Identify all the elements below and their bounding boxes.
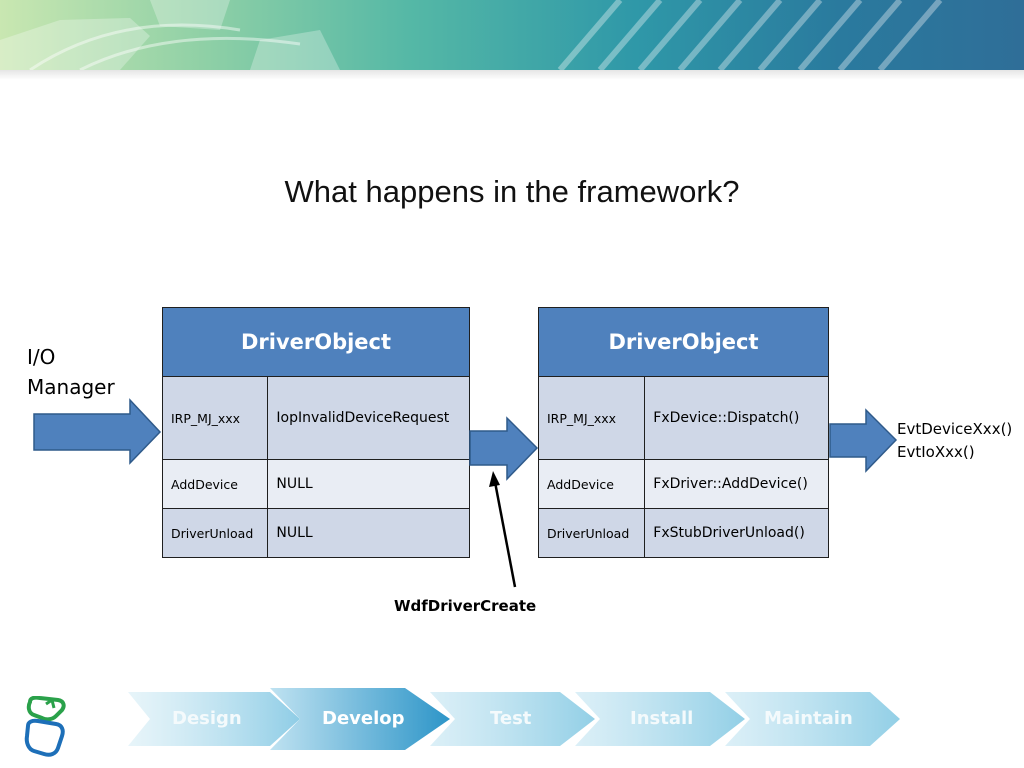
process-step-develop-shape	[270, 688, 450, 750]
process-step-design: Design	[172, 708, 242, 729]
process-step-maintain-shape	[725, 692, 900, 746]
table-row: IRP_MJ_xxx FxDevice::Dispatch()	[537, 376, 829, 460]
table-value: IopInvalidDeviceRequest	[267, 376, 470, 460]
banner-graphic	[0, 0, 943, 70]
driver-object-table-before: DriverObject IRP_MJ_xxx IopInvalidDevice…	[161, 307, 470, 558]
table-header: DriverObject	[538, 307, 829, 377]
process-step-develop: Develop	[322, 708, 405, 729]
table-value: NULL	[267, 508, 470, 558]
table-value: FxDevice::Dispatch()	[644, 376, 829, 460]
process-step-design-shape	[128, 692, 300, 746]
io-manager-line1: I/O	[27, 345, 56, 369]
arrow-table-to-events	[829, 408, 898, 473]
process-step-test: Test	[490, 708, 532, 729]
arrow-io-to-table	[33, 398, 162, 465]
windows-driver-logo-icon	[24, 696, 66, 757]
callout-arrow	[489, 471, 517, 588]
banner-shadow	[0, 70, 1024, 80]
table-key: DriverUnload	[161, 508, 269, 558]
io-manager-line2: Manager	[27, 375, 115, 399]
process-step-maintain: Maintain	[764, 708, 853, 729]
wdf-driver-create-label: WdfDriverCreate	[394, 597, 537, 615]
table-value: FxStubDriverUnload()	[644, 508, 829, 558]
process-step-test-shape	[430, 692, 595, 746]
table-key: IRP_MJ_xxx	[161, 376, 269, 460]
table-key: AddDevice	[537, 459, 646, 509]
io-manager-label: I/O Manager	[27, 342, 115, 402]
table-key: IRP_MJ_xxx	[537, 376, 646, 460]
table-header: DriverObject	[162, 307, 470, 377]
table-row: DriverUnload FxStubDriverUnload()	[537, 508, 829, 558]
event-line2: EvtIoXxx()	[897, 443, 975, 461]
event-callbacks-label: EvtDeviceXxx() EvtIoXxx()	[897, 418, 1012, 464]
driver-object-table-after: DriverObject IRP_MJ_xxx FxDevice::Dispat…	[537, 307, 829, 558]
process-bar	[128, 688, 900, 750]
table-row: AddDevice FxDriver::AddDevice()	[537, 459, 829, 509]
table-row: DriverUnload NULL	[161, 508, 470, 558]
table-key: AddDevice	[161, 459, 269, 509]
process-step-install-shape	[575, 692, 745, 746]
slide-title: What happens in the framework?	[284, 174, 740, 209]
table-row: IRP_MJ_xxx IopInvalidDeviceRequest	[161, 376, 470, 460]
header-banner	[0, 0, 1024, 70]
table-key: DriverUnload	[537, 508, 646, 558]
process-step-install: Install	[630, 708, 694, 729]
event-line1: EvtDeviceXxx()	[897, 420, 1013, 438]
table-value: NULL	[267, 459, 470, 509]
table-value: FxDriver::AddDevice()	[644, 459, 829, 509]
table-row: AddDevice NULL	[161, 459, 470, 509]
arrow-table-to-table	[469, 416, 539, 481]
